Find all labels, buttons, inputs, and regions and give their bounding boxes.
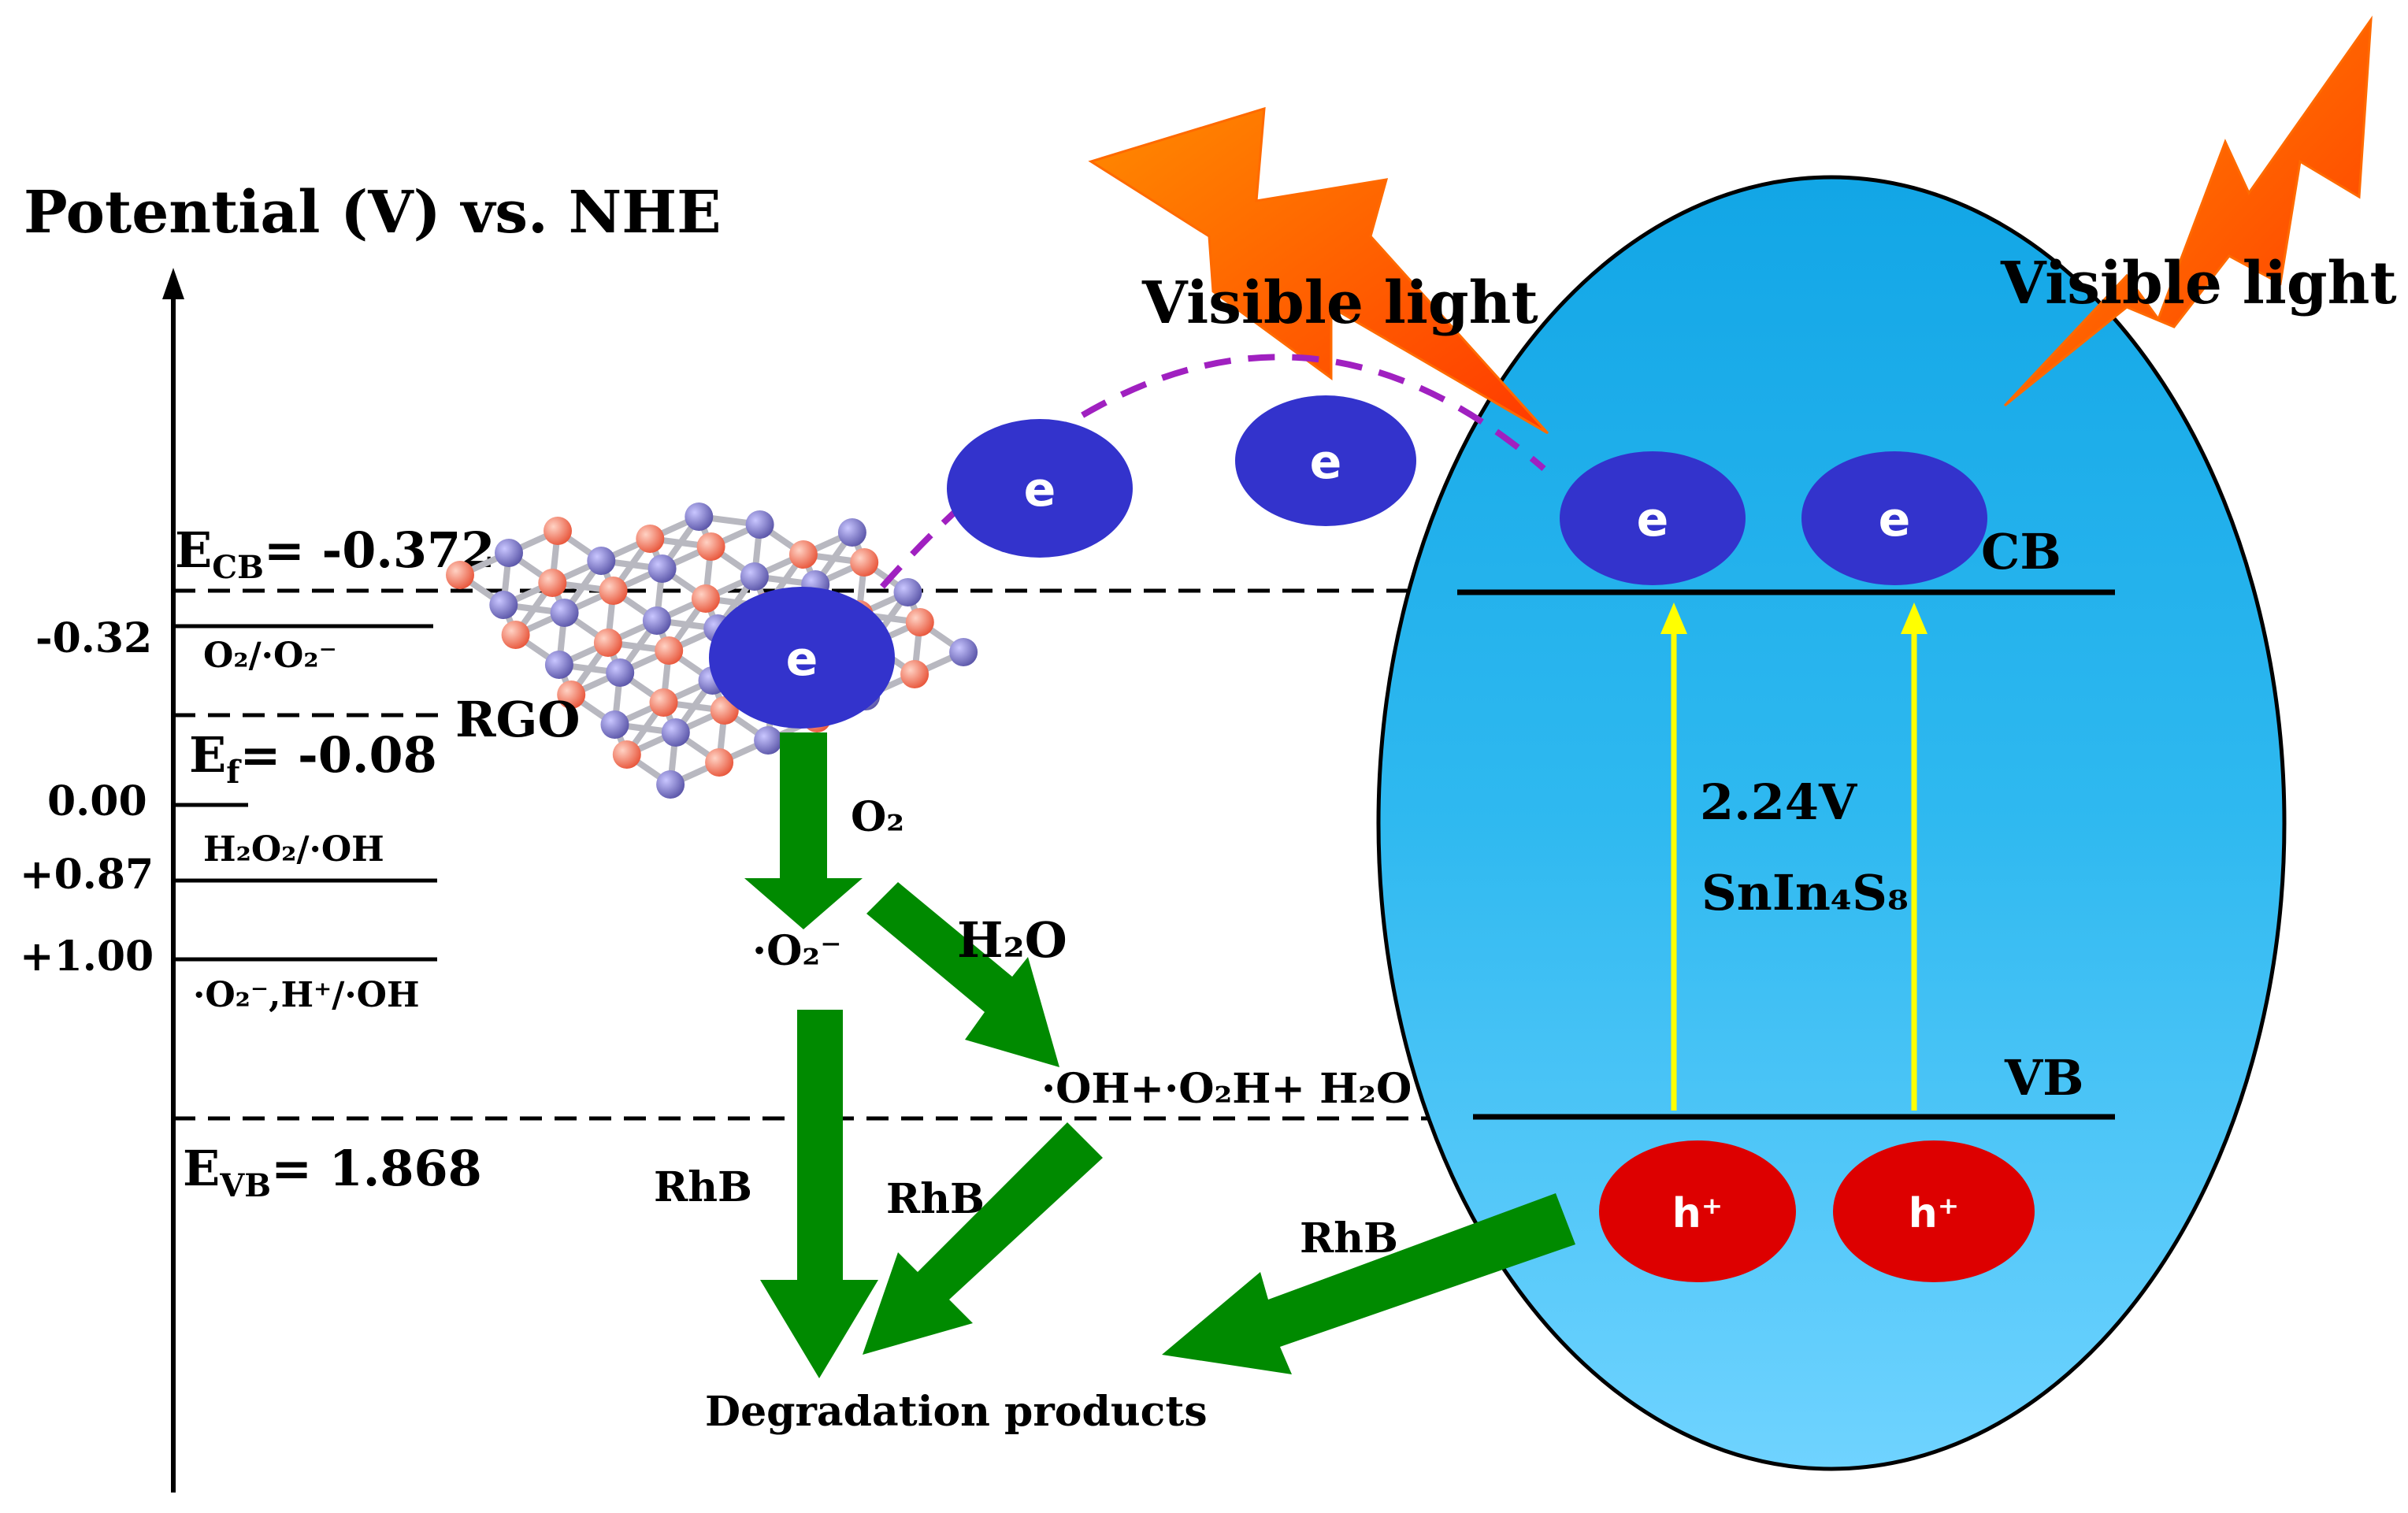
rgo-atom	[949, 638, 978, 666]
superoxide-label: ·O₂⁻	[752, 927, 842, 975]
arrow-hole-to-products	[1162, 1193, 1575, 1374]
rgo-atom	[656, 770, 685, 799]
tick-label: +0.87	[20, 851, 154, 899]
svg-text:h⁺: h⁺	[1909, 1190, 1959, 1237]
electron: e	[1560, 451, 1746, 585]
rgo-atom	[600, 710, 629, 739]
rgo-atom	[837, 518, 866, 547]
electron: e	[1235, 395, 1416, 526]
rgo-atom	[655, 636, 684, 665]
tick-label: -0.32	[35, 614, 152, 662]
svg-text:h⁺: h⁺	[1672, 1190, 1723, 1237]
rgo-atom	[489, 591, 518, 619]
svg-text:e: e	[1637, 492, 1669, 547]
rgo-atom	[557, 680, 586, 709]
svg-text:e: e	[1879, 492, 1911, 547]
rgo-atom	[661, 718, 690, 747]
material-name: SnIn₄S₈	[1701, 864, 1909, 922]
rgo-atom	[691, 584, 720, 613]
rgo-atom	[900, 660, 929, 688]
rgo-atom	[754, 726, 783, 755]
rgo-label: RGO	[455, 691, 580, 748]
rgo-atom	[705, 748, 734, 777]
rgo-atom	[599, 577, 628, 605]
rgo-atom	[696, 532, 725, 561]
rgo-atom	[612, 740, 641, 769]
electron: e	[1801, 451, 1987, 585]
lightning-bolt-left-icon	[1088, 106, 1549, 435]
cb-label: CB	[1981, 523, 2061, 580]
rhb-label: RhB	[886, 1175, 985, 1223]
svg-text:e: e	[1024, 462, 1056, 517]
couple-o2-superoxide: O₂/·O₂⁻	[203, 636, 337, 676]
rgo-atom	[501, 621, 530, 649]
visible-light-label-left: Visible light	[1141, 269, 1538, 337]
rgo-atom	[550, 599, 579, 627]
rgo-atom	[850, 548, 879, 577]
bandgap-value: 2.24V	[1700, 773, 1857, 831]
lightning-bolt-right-icon	[2003, 15, 2373, 407]
reaction-arrows	[744, 732, 1575, 1378]
bandgap-excitation-arrows	[1660, 603, 1928, 1111]
arrow-electron-to-superoxide	[744, 732, 863, 929]
h2o-label: H₂O	[957, 911, 1067, 969]
arrow-superoxide-to-products	[760, 1010, 878, 1378]
rgo-atom	[685, 502, 714, 531]
hole: h⁺	[1599, 1140, 1796, 1282]
tick-label: 0.00	[47, 777, 147, 825]
rgo-atom	[636, 525, 665, 553]
rgo-atom	[606, 658, 635, 687]
visible-light-label-right: Visible light	[2000, 250, 2397, 317]
rgo-atom	[587, 547, 616, 575]
ecb-label: ECB= -0.372	[175, 521, 495, 586]
axis-ticks: -0.32 0.00 +0.87 +1.00	[20, 614, 437, 981]
couple-o2h-oh: ·O₂⁻,H⁺/·OH	[193, 975, 420, 1015]
potential-axis: Potential (V) vs. NHE	[24, 179, 722, 1493]
rgo-atom	[740, 562, 769, 591]
rgo-atom	[538, 569, 567, 597]
svg-text:e: e	[1310, 435, 1342, 490]
rgo-atom	[544, 517, 572, 545]
rgo-atom	[788, 540, 818, 569]
vb-label: VB	[2004, 1049, 2084, 1107]
evb-label: EVB= 1.868	[183, 1140, 482, 1204]
rgo-atom	[544, 651, 573, 679]
arrow-radicals-to-products	[863, 1122, 1103, 1355]
hole: h⁺	[1833, 1140, 2035, 1282]
axis-arrowhead	[162, 268, 184, 299]
rgo-atom	[745, 510, 774, 539]
tick-label: +1.00	[20, 933, 154, 981]
electron-on-rgo: e	[709, 587, 895, 729]
rgo-atom	[893, 578, 922, 606]
o2-label: O₂	[851, 793, 904, 841]
ef-label: Ef= -0.08	[189, 726, 437, 791]
rgo-atom	[495, 539, 523, 567]
radicals-label: ·OH+·O₂H+ H₂O	[1041, 1065, 1412, 1113]
rgo-atom	[647, 554, 677, 583]
rgo-atom	[642, 606, 671, 635]
rhb-label: RhB	[1300, 1214, 1398, 1263]
degradation-products-label: Degradation products	[705, 1388, 1208, 1436]
rgo-atom	[649, 688, 678, 717]
rgo-atom	[905, 608, 934, 636]
couple-h2o2-oh: H₂O₂/·OH	[203, 829, 384, 870]
rgo-atom	[446, 561, 474, 589]
svg-text:e: e	[786, 632, 818, 687]
electron: e	[947, 419, 1133, 558]
axis-title: Potential (V) vs. NHE	[24, 179, 722, 247]
arrow-superoxide-to-radicals	[866, 882, 1059, 1067]
rhb-label: RhB	[654, 1163, 752, 1211]
rgo-atom	[593, 629, 622, 657]
